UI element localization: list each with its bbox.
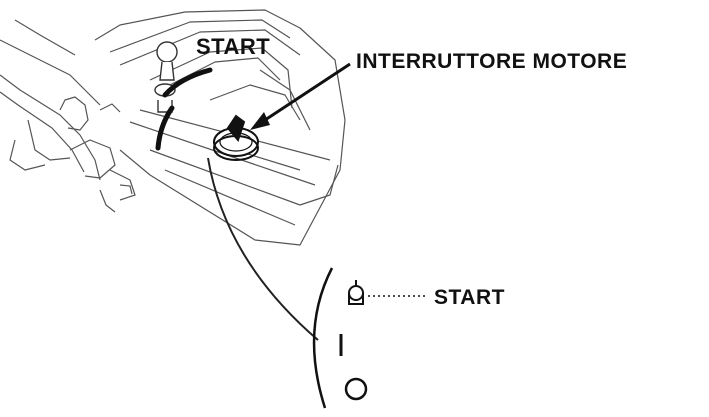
start-arc-lower: [155, 105, 175, 151]
dial-leader-line: [207, 157, 319, 341]
switch-pointer-arrow: [250, 62, 351, 130]
handle-bar: [0, 19, 136, 213]
off-mark-icon: [344, 377, 368, 401]
start-label-dial: START: [434, 286, 505, 309]
start-key-symbol-icon: [348, 280, 364, 305]
engine-switch-label: INTERRUTTORE MOTORE: [356, 50, 628, 73]
ignition-switch: [213, 114, 259, 161]
choke-knob: [154, 41, 178, 113]
start-arc-upper: [162, 67, 213, 98]
dial-arc: [312, 267, 334, 409]
start-label-top: START: [196, 34, 271, 59]
